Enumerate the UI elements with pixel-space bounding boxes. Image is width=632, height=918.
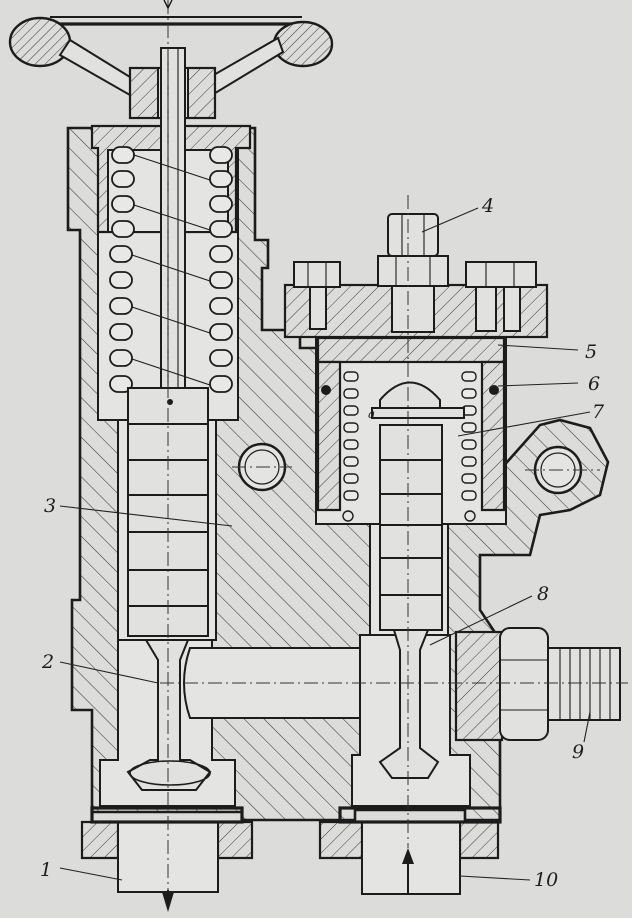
outlet-fitting <box>80 806 254 893</box>
callout-5: 5 <box>585 341 597 363</box>
pilot-housing <box>316 336 506 364</box>
callout-8: 8 <box>537 583 549 605</box>
callout-2: 2 <box>41 651 54 673</box>
adjusting-screw-4 <box>387 213 439 257</box>
detail-mark: a <box>368 407 375 421</box>
callout-9: 9 <box>572 741 584 763</box>
side-fitting <box>454 627 621 742</box>
callout-10: 10 <box>534 869 558 891</box>
inlet-fitting <box>318 806 502 895</box>
pilot-spool <box>379 424 443 631</box>
callout-6: 6 <box>588 373 600 395</box>
flange-bolt-right <box>465 261 537 332</box>
pilot-valve-head <box>379 381 441 413</box>
pilot-sleeve-right <box>480 360 506 512</box>
callout-4: 4 <box>481 195 494 217</box>
pilot-valve-stem <box>378 629 440 779</box>
handwheel-spoke-left <box>58 38 140 97</box>
flange-bolt-left <box>293 261 341 330</box>
callout-3: 3 <box>44 495 56 517</box>
callout-7: 7 <box>592 401 605 423</box>
pilot-sleeve-left <box>316 360 342 512</box>
main-valve-stem <box>126 639 212 791</box>
handwheel-rim-right <box>272 20 334 68</box>
pilot-spring <box>343 371 477 501</box>
lock-nut <box>377 255 449 287</box>
handwheel-rim-left <box>8 16 72 68</box>
main-spring <box>109 146 233 393</box>
callout-1: 1 <box>40 859 52 881</box>
handwheel-spoke-right <box>203 36 285 97</box>
